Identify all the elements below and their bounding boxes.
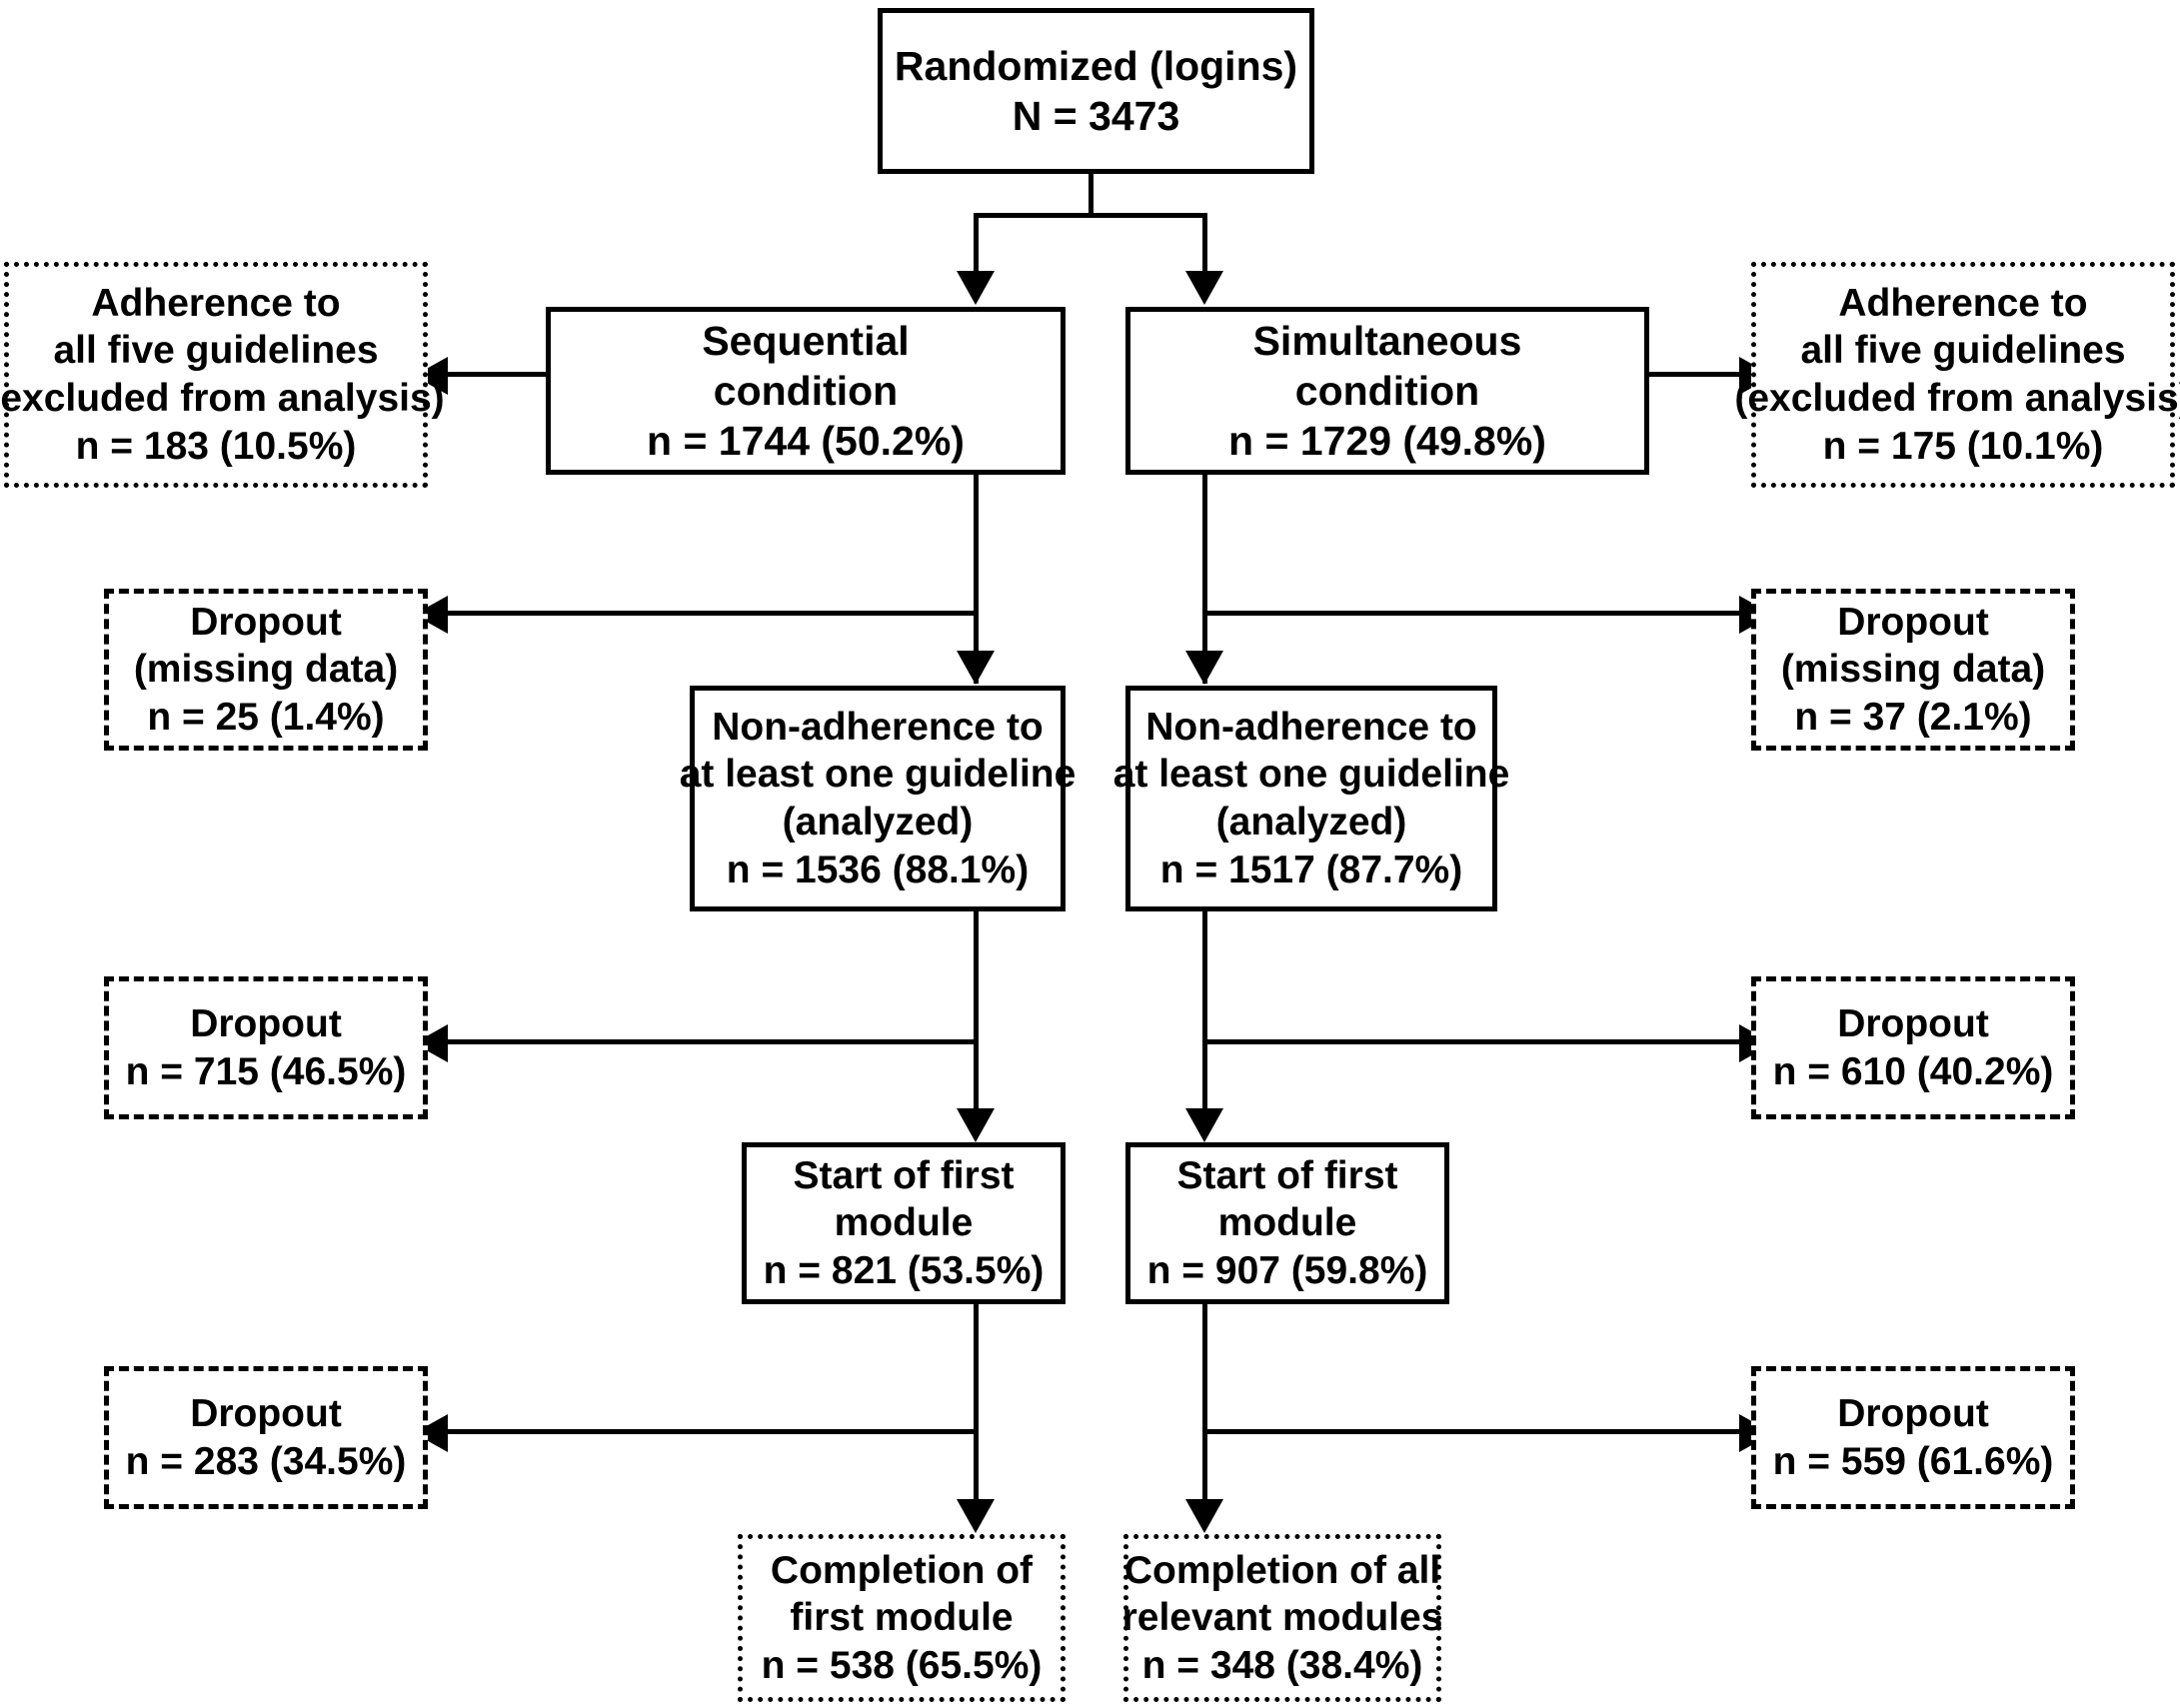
arrowhead-sequential-to-nonadherence <box>957 651 995 685</box>
node-nonadherence-left-line-2: (analyzed) <box>782 801 974 844</box>
node-adherence-left-line-2: (excluded from analysis) <box>0 377 445 420</box>
connector-simultaneous-to-dropout-missing-right <box>1202 611 1745 616</box>
connector-randomized-to-sequential <box>974 213 979 271</box>
node-nonadherence-left[interactable]: Non-adherence to at least one guideline … <box>680 686 1076 911</box>
connector-start-right-stem <box>1202 1304 1207 1500</box>
connector-randomized-split <box>974 213 1207 218</box>
node-dropout-missing-left-line-2: n = 25 (1.4%) <box>147 695 385 739</box>
arrowhead-simultaneous-to-nonadherence <box>1185 651 1223 685</box>
node-start-module-right-line-2: n = 907 (59.8%) <box>1146 1248 1428 1292</box>
node-start-module-left-line-2: n = 821 (53.5%) <box>763 1248 1045 1292</box>
node-adherence-left[interactable]: Adherence to all five guidelines (exclud… <box>0 262 445 488</box>
node-dropout3-left-line-1: n = 283 (34.5%) <box>125 1439 407 1483</box>
node-dropout2-right-line-0: Dropout <box>1837 1001 1989 1045</box>
connector-start-left-to-dropout3 <box>448 1429 977 1434</box>
node-simultaneous-line-1: condition <box>1294 367 1480 414</box>
node-nonadherence-left-line-1: at least one guideline <box>679 753 1077 797</box>
arrowhead-start-right-to-completion <box>1185 1499 1223 1533</box>
node-nonadherence-left-line-0: Non-adherence to <box>712 705 1044 749</box>
node-adherence-left-line-1: all five guidelines <box>53 329 379 373</box>
node-sequential-line-2: n = 1744 (50.2%) <box>647 418 965 464</box>
arrowhead-to-sequential <box>957 271 995 305</box>
node-completion-left-line-0: Completion of <box>770 1548 1034 1592</box>
node-dropout-missing-right-line-0: Dropout <box>1837 600 1989 644</box>
node-dropout3-right[interactable]: Dropout n = 559 (61.6%) <box>1751 1366 2075 1509</box>
node-dropout3-left-line-0: Dropout <box>190 1391 342 1435</box>
connector-sequential-to-dropout-missing-left <box>448 611 977 616</box>
node-adherence-right[interactable]: Adherence to all five guidelines (exclud… <box>1734 262 2180 488</box>
node-randomized-line-0: Randomized (logins) <box>894 42 1298 89</box>
node-nonadherence-right-line-1: at least one guideline <box>1112 753 1510 797</box>
node-sequential-condition[interactable]: Sequential condition n = 1744 (50.2%) <box>546 307 1066 475</box>
connector-nonadherence-left-to-dropout2 <box>448 1039 977 1044</box>
node-nonadherence-right-line-3: n = 1517 (87.7%) <box>1159 848 1463 891</box>
connector-nonadherence-right-to-dropout2 <box>1202 1039 1745 1044</box>
node-start-module-right[interactable]: Start of first module n = 907 (59.8%) <box>1125 1142 1449 1304</box>
connector-randomized-to-simultaneous <box>1202 213 1207 271</box>
node-start-module-left-line-0: Start of first <box>793 1153 1015 1197</box>
connector-simultaneous-to-adherence-right <box>1645 372 1745 377</box>
node-simultaneous-line-0: Simultaneous <box>1252 317 1522 364</box>
connector-simultaneous-stem <box>1202 475 1207 684</box>
node-dropout-missing-right-line-1: (missing data) <box>1780 648 2046 692</box>
node-nonadherence-right-line-2: (analyzed) <box>1215 801 1407 844</box>
node-randomized-line-1: N = 3473 <box>1012 93 1180 139</box>
node-sequential-line-0: Sequential <box>702 317 910 364</box>
node-nonadherence-left-line-3: n = 1536 (88.1%) <box>726 848 1030 891</box>
node-completion-right-line-1: relevant modules <box>1121 1596 1443 1640</box>
node-dropout-missing-left-line-1: (missing data) <box>133 648 399 692</box>
node-dropout2-left-line-1: n = 715 (46.5%) <box>125 1049 407 1093</box>
connector-sequential-to-adherence-left <box>448 372 548 377</box>
node-simultaneous-condition[interactable]: Simultaneous condition n = 1729 (49.8%) <box>1125 307 1649 475</box>
node-adherence-right-line-2: (excluded from analysis) <box>1734 377 2180 420</box>
node-adherence-left-line-0: Adherence to <box>91 281 341 325</box>
connector-start-left-stem <box>974 1304 979 1500</box>
node-dropout2-left[interactable]: Dropout n = 715 (46.5%) <box>104 976 428 1119</box>
connector-randomized-stem <box>1089 170 1093 215</box>
node-start-module-right-line-0: Start of first <box>1176 1153 1398 1197</box>
node-simultaneous-line-2: n = 1729 (49.8%) <box>1228 418 1546 464</box>
node-completion-right-line-2: n = 348 (38.4%) <box>1141 1643 1423 1687</box>
node-completion-left[interactable]: Completion of first module n = 538 (65.5… <box>738 1534 1066 1702</box>
node-dropout3-left[interactable]: Dropout n = 283 (34.5%) <box>104 1366 428 1509</box>
arrowhead-to-simultaneous <box>1185 271 1223 305</box>
connector-nonadherence-right-stem <box>1202 911 1207 1111</box>
connector-sequential-stem <box>974 475 979 684</box>
node-dropout-missing-left[interactable]: Dropout (missing data) n = 25 (1.4%) <box>104 589 428 751</box>
node-dropout2-right-line-1: n = 610 (40.2%) <box>1772 1049 2054 1093</box>
node-dropout3-right-line-1: n = 559 (61.6%) <box>1772 1439 2054 1483</box>
node-start-module-right-line-1: module <box>1217 1201 1357 1245</box>
node-randomized[interactable]: Randomized (logins) N = 3473 <box>878 8 1314 174</box>
node-adherence-right-line-0: Adherence to <box>1838 281 2088 325</box>
node-completion-left-line-1: first module <box>790 1596 1014 1640</box>
node-dropout2-left-line-0: Dropout <box>190 1001 342 1045</box>
node-dropout2-right[interactable]: Dropout n = 610 (40.2%) <box>1751 976 2075 1119</box>
node-nonadherence-right[interactable]: Non-adherence to at least one guideline … <box>1113 686 1509 911</box>
node-dropout-missing-right-line-2: n = 37 (2.1%) <box>1794 695 2032 739</box>
connector-start-right-to-dropout3 <box>1202 1429 1745 1434</box>
node-adherence-right-line-3: n = 175 (10.1%) <box>1822 424 2104 468</box>
node-dropout-missing-right[interactable]: Dropout (missing data) n = 37 (2.1%) <box>1751 589 2075 751</box>
node-sequential-line-1: condition <box>713 367 899 414</box>
node-dropout3-right-line-0: Dropout <box>1837 1391 1989 1435</box>
node-dropout-missing-left-line-0: Dropout <box>190 600 342 644</box>
node-completion-right[interactable]: Completion of all relevant modules n = 3… <box>1121 1534 1443 1702</box>
arrowhead-start-left-to-completion <box>957 1499 995 1533</box>
node-completion-right-line-0: Completion of all <box>1123 1548 1441 1592</box>
arrowhead-nonadherence-right-to-start <box>1185 1108 1223 1142</box>
node-start-module-left-line-1: module <box>834 1201 974 1245</box>
node-start-module-left[interactable]: Start of first module n = 821 (53.5%) <box>742 1142 1066 1304</box>
connector-nonadherence-left-stem <box>974 911 979 1111</box>
node-adherence-left-line-3: n = 183 (10.5%) <box>75 424 357 468</box>
arrowhead-nonadherence-left-to-start <box>957 1108 995 1142</box>
node-completion-left-line-2: n = 538 (65.5%) <box>761 1643 1043 1687</box>
node-nonadherence-right-line-0: Non-adherence to <box>1145 705 1477 749</box>
node-adherence-right-line-1: all five guidelines <box>1800 329 2126 373</box>
